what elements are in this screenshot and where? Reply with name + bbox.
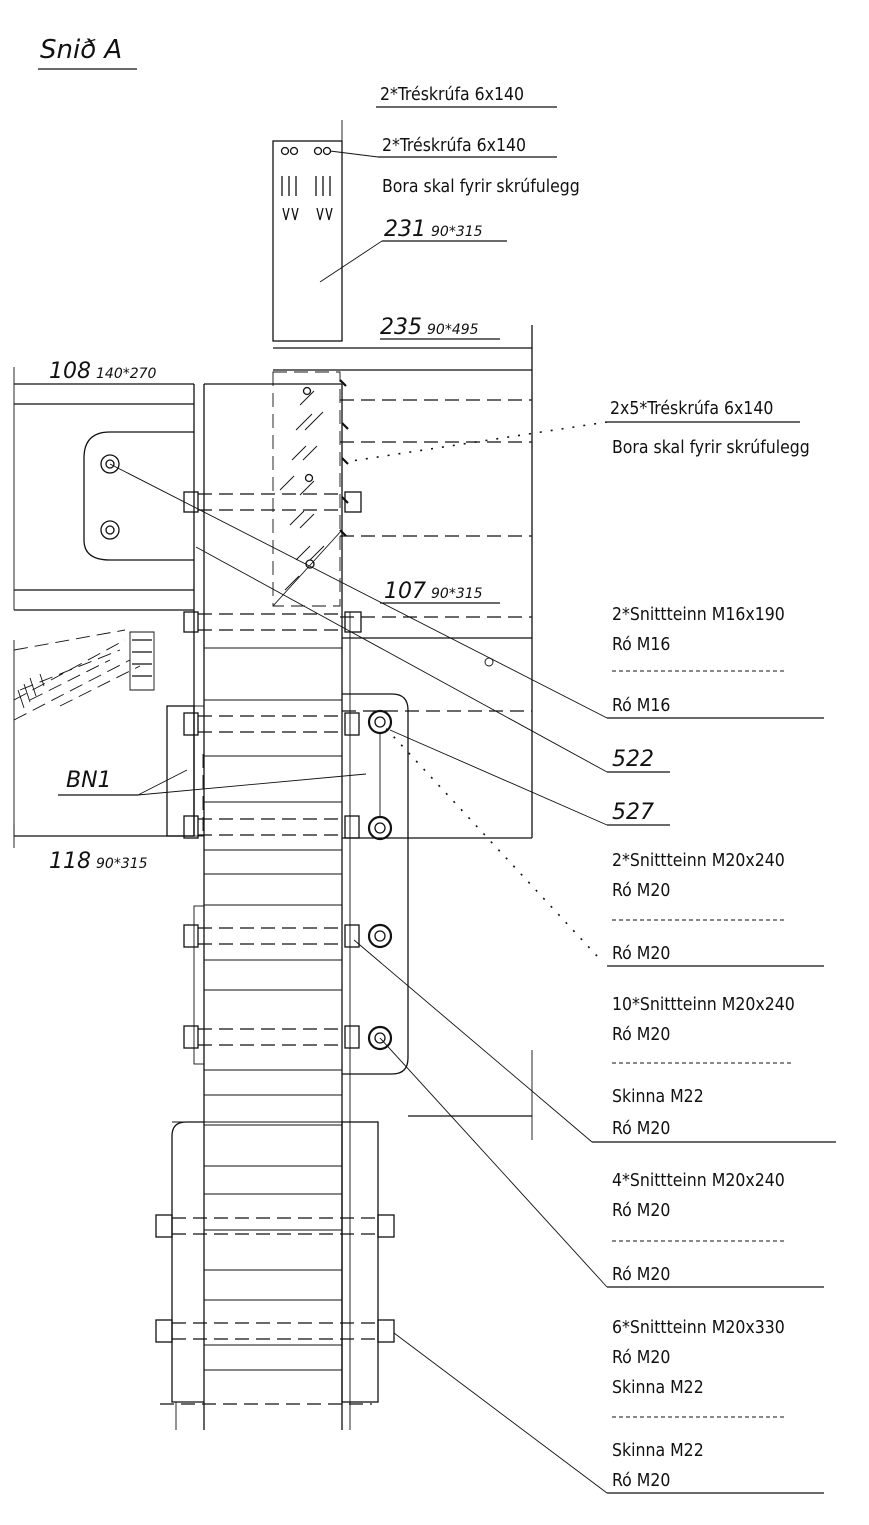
svg-text:527: 527: [612, 800, 654, 825]
svg-text:2*Snittteinn M20x240: 2*Snittteinn M20x240: [612, 851, 785, 871]
callout-m16: 2*Snittteinn M16x190 Ró M16 Ró M16: [109, 463, 824, 719]
svg-text:Ró M16: Ró M16: [612, 696, 670, 716]
callout-m330: 6*Snittteinn M20x330 Ró M20 Skinna M22 S…: [393, 1318, 824, 1494]
svg-text:Ró M20: Ró M20: [612, 1471, 670, 1491]
beam-108: [13, 367, 194, 611]
label-108: 108 140*270: [49, 359, 157, 384]
svg-text:Ró M20: Ró M20: [612, 1348, 670, 1368]
svg-text:Skinna M22: Skinna M22: [612, 1378, 704, 1398]
svg-text:Ró M20: Ró M20: [612, 1119, 670, 1139]
right-plate-527: [342, 693, 409, 1075]
post-231: [272, 120, 343, 342]
svg-text:231: 231: [384, 217, 426, 242]
label-527: 527: [389, 729, 670, 826]
svg-text:Ró M20: Ró M20: [612, 944, 670, 964]
column-bolts: [183, 491, 362, 1049]
label-bn1: BN1: [58, 768, 367, 796]
svg-text:107: 107: [384, 579, 426, 604]
svg-text:2*Tréskrúfa 6x140: 2*Tréskrúfa 6x140: [380, 85, 524, 105]
svg-text:Skinna M22: Skinna M22: [612, 1441, 704, 1461]
svg-text:Ró M20: Ró M20: [612, 1201, 670, 1221]
callout-screws: 2x5*Tréskrúfa 6x140 Bora skal fyrir skrú…: [344, 399, 810, 463]
bottom-clamp: [155, 1121, 395, 1430]
svg-text:Skinna M22: Skinna M22: [612, 1087, 704, 1107]
svg-text:108: 108: [49, 359, 91, 384]
svg-text:90*315: 90*315: [96, 856, 148, 872]
svg-text:Ró M16: Ró M16: [612, 635, 670, 655]
beam-235: [273, 325, 533, 838]
svg-text:BN1: BN1: [66, 768, 112, 793]
svg-text:2*Snittteinn M16x190: 2*Snittteinn M16x190: [612, 605, 785, 625]
drawing-title: Snið A: [40, 35, 122, 65]
svg-text:Ró M20: Ró M20: [612, 1265, 670, 1285]
svg-text:Bora skal fyrir skrúfulegg: Bora skal fyrir skrúfulegg: [612, 438, 810, 458]
label-107: 107 90*315: [380, 579, 500, 604]
svg-text:Bora skal fyrir skrúfulegg: Bora skal fyrir skrúfulegg: [382, 177, 580, 197]
svg-text:90*315: 90*315: [431, 586, 483, 602]
svg-text:2x5*Tréskrúfa 6x140: 2x5*Tréskrúfa 6x140: [610, 399, 773, 419]
main-column: [193, 383, 351, 1430]
top-screws: [280, 146, 333, 221]
diagonal-brace: [13, 629, 155, 721]
label-522: 522: [195, 546, 670, 773]
svg-text:6*Snittteinn M20x330: 6*Snittteinn M20x330: [612, 1318, 785, 1338]
left-plate: [83, 431, 194, 561]
svg-text:118: 118: [49, 849, 91, 874]
svg-text:Ró M20: Ró M20: [612, 1025, 670, 1045]
svg-text:Ró M20: Ró M20: [612, 881, 670, 901]
svg-text:140*270: 140*270: [96, 366, 157, 382]
svg-text:90*495: 90*495: [427, 322, 479, 338]
svg-text:4*Snittteinn M20x240: 4*Snittteinn M20x240: [612, 1171, 785, 1191]
svg-text:522: 522: [612, 747, 654, 772]
label-118: 118 90*315: [49, 849, 148, 874]
svg-text:90*315: 90*315: [431, 224, 483, 240]
beam-118: [13, 640, 194, 848]
label-231: 231 90*315: [319, 217, 507, 283]
callout-top2: 2*Tréskrúfa 6x140 Bora skal fyrir skrúfu…: [329, 136, 580, 197]
screw-zone-hatched: [272, 371, 349, 607]
svg-text:10*Snittteinn M20x240: 10*Snittteinn M20x240: [612, 995, 795, 1015]
callout-m20a: 2*Snittteinn M20x240 Ró M20 Ró M20: [379, 721, 824, 967]
inner-plates: [166, 705, 205, 1065]
svg-text:235: 235: [380, 315, 422, 340]
callout-top1: 2*Tréskrúfa 6x140: [376, 85, 557, 108]
svg-text:2*Tréskrúfa 6x140: 2*Tréskrúfa 6x140: [382, 136, 526, 156]
callout-m20b: 10*Snittteinn M20x240 Ró M20 Skinna M22 …: [353, 939, 836, 1143]
callout-m20c: 4*Snittteinn M20x240 Ró M20 Ró M20: [379, 1037, 824, 1288]
label-235: 235 90*495: [380, 315, 500, 340]
